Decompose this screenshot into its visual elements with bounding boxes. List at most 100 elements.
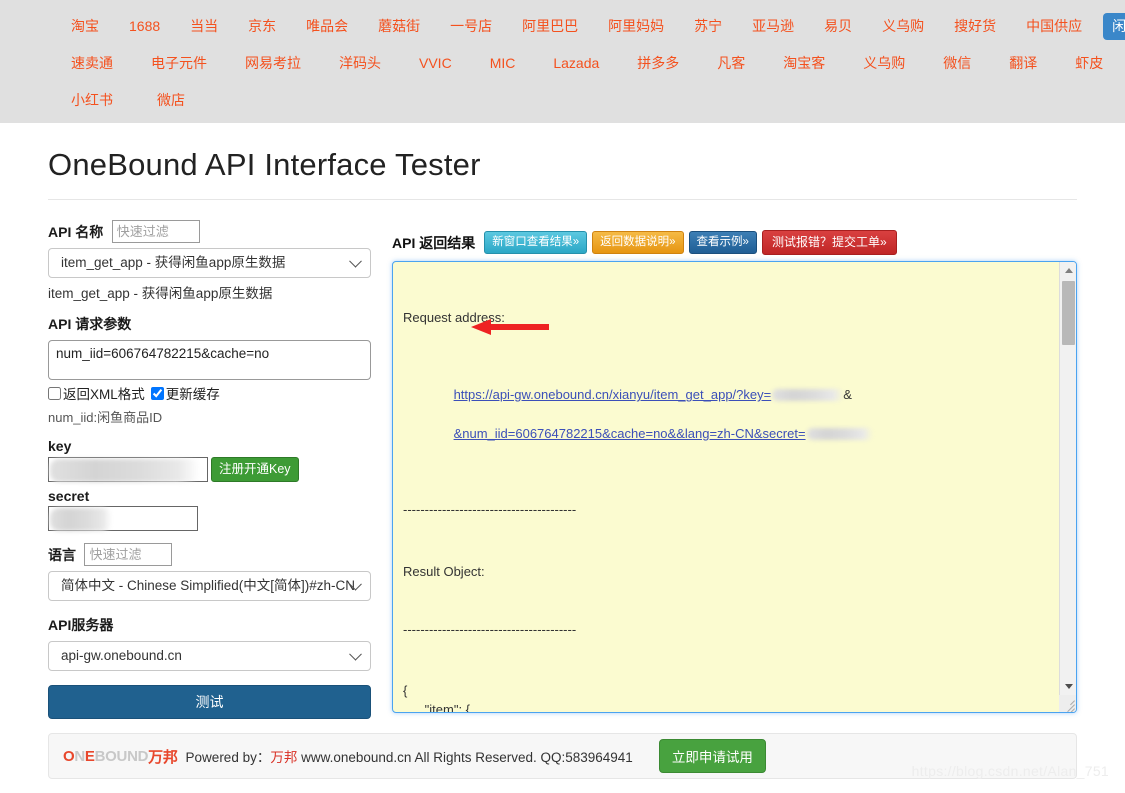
request-url-part2: & — [843, 387, 852, 403]
powered-prefix: Powered by： — [185, 750, 271, 765]
nav-item-微店[interactable]: 微店 — [157, 92, 185, 108]
language-select[interactable]: 简体中文 - Chinese Simplified(中文[简体])#zh-CN — [48, 571, 371, 601]
params-hint: num_iid:闲鱼商品ID — [48, 410, 163, 425]
return-xml-label[interactable]: 返回XML格式 — [63, 387, 145, 402]
result-output-box[interactable]: Request address: https://api-gw.onebound… — [392, 261, 1077, 713]
platform-nav-row-3: 小红书 微店 — [40, 82, 1085, 119]
result-output-text: Request address: https://api-gw.onebound… — [393, 262, 1058, 712]
nav-item-微信[interactable]: 微信 — [943, 55, 972, 71]
api-select[interactable]: item_get_app - 获得闲鱼app原生数据 — [48, 248, 371, 278]
nav-item-义乌购[interactable]: 义乌购 — [882, 18, 925, 34]
apply-trial-button[interactable]: 立即申请试用 — [658, 739, 766, 773]
scroll-up-icon[interactable] — [1060, 262, 1076, 279]
server-select[interactable]: api-gw.onebound.cn — [48, 641, 371, 671]
request-url-line: https://api-gw.onebound.cn/xianyu/item_g… — [403, 366, 1052, 462]
json-line: "item": { — [403, 702, 471, 712]
api-select-hint: item_get_app - 获得闲鱼app原生数据 — [48, 286, 273, 301]
server-select-value: api-gw.onebound.cn — [61, 648, 182, 663]
resize-grip-icon[interactable] — [1059, 695, 1076, 712]
nav-item-VVIC[interactable]: VVIC — [419, 55, 452, 71]
data-description-button[interactable]: 返回数据说明» — [592, 231, 684, 254]
options-row: 返回XML格式 更新缓存 — [48, 383, 378, 403]
nav-item-MIC[interactable]: MIC — [489, 55, 516, 71]
nav-item-速卖通[interactable]: 速卖通 — [71, 55, 113, 71]
chevron-down-icon — [349, 254, 362, 268]
key-row: 注册开通Key — [48, 457, 378, 482]
nav-item-Lazada[interactable]: Lazada — [553, 55, 600, 71]
platform-nav-row-2: 速卖通 电子元件 网易考拉 洋码头 VVIC MIC Lazada 拼多多 凡客 淘宝客 义乌购 微信… — [40, 45, 1103, 82]
json-line: { — [403, 683, 408, 699]
powered-suffix: www.onebound.cn All Rights Reserved. QQ:… — [301, 750, 633, 765]
return-xml-checkbox[interactable] — [48, 386, 61, 400]
nav-item-阿里妈妈[interactable]: 阿里妈妈 — [608, 18, 665, 34]
params-textarea[interactable] — [48, 340, 371, 380]
params-label: API 请求参数 — [48, 316, 132, 332]
powered-brand: 万邦 — [270, 750, 298, 765]
json-body: { "item": { "all_result": { "itemDO": { … — [403, 681, 1052, 712]
language-filter-input[interactable] — [84, 543, 173, 566]
nav-item-阿里巴巴[interactable]: 阿里巴巴 — [522, 18, 579, 34]
divider-line-1: ---------------------------------------- — [403, 502, 577, 518]
update-cache-label[interactable]: 更新缓存 — [165, 387, 220, 402]
nav-item-翻译[interactable]: 翻译 — [1009, 55, 1038, 71]
key-label: key — [48, 438, 72, 454]
two-column-layout: API 名称 item_get_app - 获得闲鱼app原生数据 item_g… — [48, 218, 1077, 719]
update-cache-checkbox[interactable] — [150, 386, 164, 400]
nav-item-小红书[interactable]: 小红书 — [71, 92, 113, 108]
nav-item-中国供应[interactable]: 中国供应 — [1026, 18, 1083, 34]
language-row: 语言 — [48, 543, 378, 566]
request-form-panel: API 名称 item_get_app - 获得闲鱼app原生数据 item_g… — [48, 218, 378, 719]
footer-credit: Powered by：万邦 www.onebound.cn All Rights… — [186, 746, 633, 766]
nav-item-电子元件[interactable]: 电子元件 — [151, 55, 207, 71]
nav-item-淘宝客[interactable]: 淘宝客 — [783, 55, 826, 71]
main-content: OneBound API Interface Tester API 名称 ite… — [0, 147, 1125, 719]
nav-item-蘑菇街[interactable]: 蘑菇街 — [378, 18, 421, 34]
view-example-button[interactable]: 查看示例» — [688, 231, 757, 254]
nav-item-唯品会[interactable]: 唯品会 — [306, 18, 349, 34]
nav-item-1688[interactable]: 1688 — [129, 18, 161, 34]
nav-item-网易考拉[interactable]: 网易考拉 — [245, 55, 301, 71]
key-input[interactable] — [48, 457, 208, 482]
api-select-value: item_get_app - 获得闲鱼app原生数据 — [61, 255, 286, 270]
chevron-down-icon — [349, 647, 362, 661]
result-object-label: Result Object: — [403, 564, 485, 580]
request-address-label: Request address: — [403, 310, 505, 326]
nav-item-苏宁[interactable]: 苏宁 — [694, 18, 723, 34]
scroll-down-icon[interactable] — [1060, 678, 1076, 695]
result-header: API 返回结果 新窗口查看结果» 返回数据说明» 查看示例» 测试报错？提交工… — [392, 230, 1077, 255]
nav-item-闲鱼[interactable]: 闲鱼 — [1103, 13, 1125, 40]
secret-label: secret — [48, 488, 90, 504]
open-new-window-button[interactable]: 新窗口查看结果» — [484, 231, 588, 254]
nav-item-亚马逊[interactable]: 亚马逊 — [752, 18, 795, 34]
nav-item-一号店[interactable]: 一号店 — [450, 18, 493, 34]
nav-item-拼多多[interactable]: 拼多多 — [637, 55, 680, 71]
register-key-button[interactable]: 注册开通Key — [211, 457, 299, 482]
result-panel: API 返回结果 新窗口查看结果» 返回数据说明» 查看示例» 测试报错？提交工… — [378, 218, 1077, 713]
test-button[interactable]: 测试 — [48, 685, 371, 719]
api-name-filter-input[interactable] — [111, 220, 200, 243]
language-select-value: 简体中文 - Chinese Simplified(中文[简体])#zh-CN — [61, 578, 356, 593]
nav-item-京东[interactable]: 京东 — [248, 18, 277, 34]
nav-item-凡客[interactable]: 凡客 — [717, 55, 746, 71]
result-scrollbar[interactable] — [1059, 262, 1076, 712]
nav-item-洋码头[interactable]: 洋码头 — [339, 55, 381, 71]
secret-input[interactable] — [48, 506, 198, 531]
submit-ticket-button[interactable]: 测试报错？提交工单» — [761, 230, 897, 255]
platform-nav-row-1: 淘宝 1688 当当 京东 唯品会 蘑菇街 一号店 阿里巴巴 阿里妈妈 苏宁 亚马逊 易贝 义乌购 搜好货… — [40, 8, 1125, 45]
nav-item-搜好货[interactable]: 搜好货 — [954, 18, 997, 34]
request-url-part1[interactable]: https://api-gw.onebound.cn/xianyu/item_g… — [453, 387, 772, 403]
api-name-row: API 名称 — [48, 220, 378, 243]
request-url-part3[interactable]: &num_iid=606764782215&cache=no&&lang=zh-… — [453, 425, 806, 441]
nav-item-易贝[interactable]: 易贝 — [824, 18, 853, 34]
nav-item-当当[interactable]: 当当 — [190, 18, 219, 34]
nav-item-义乌购[interactable]: 义乌购 — [863, 55, 906, 71]
nav-item-淘宝[interactable]: 淘宝 — [71, 18, 99, 34]
nav-item-虾皮[interactable]: 虾皮 — [1075, 55, 1104, 71]
scrollbar-thumb[interactable] — [1062, 281, 1075, 345]
key-masked-value — [50, 459, 200, 482]
api-name-label: API 名称 — [48, 223, 104, 240]
page-title: OneBound API Interface Tester — [48, 147, 481, 182]
